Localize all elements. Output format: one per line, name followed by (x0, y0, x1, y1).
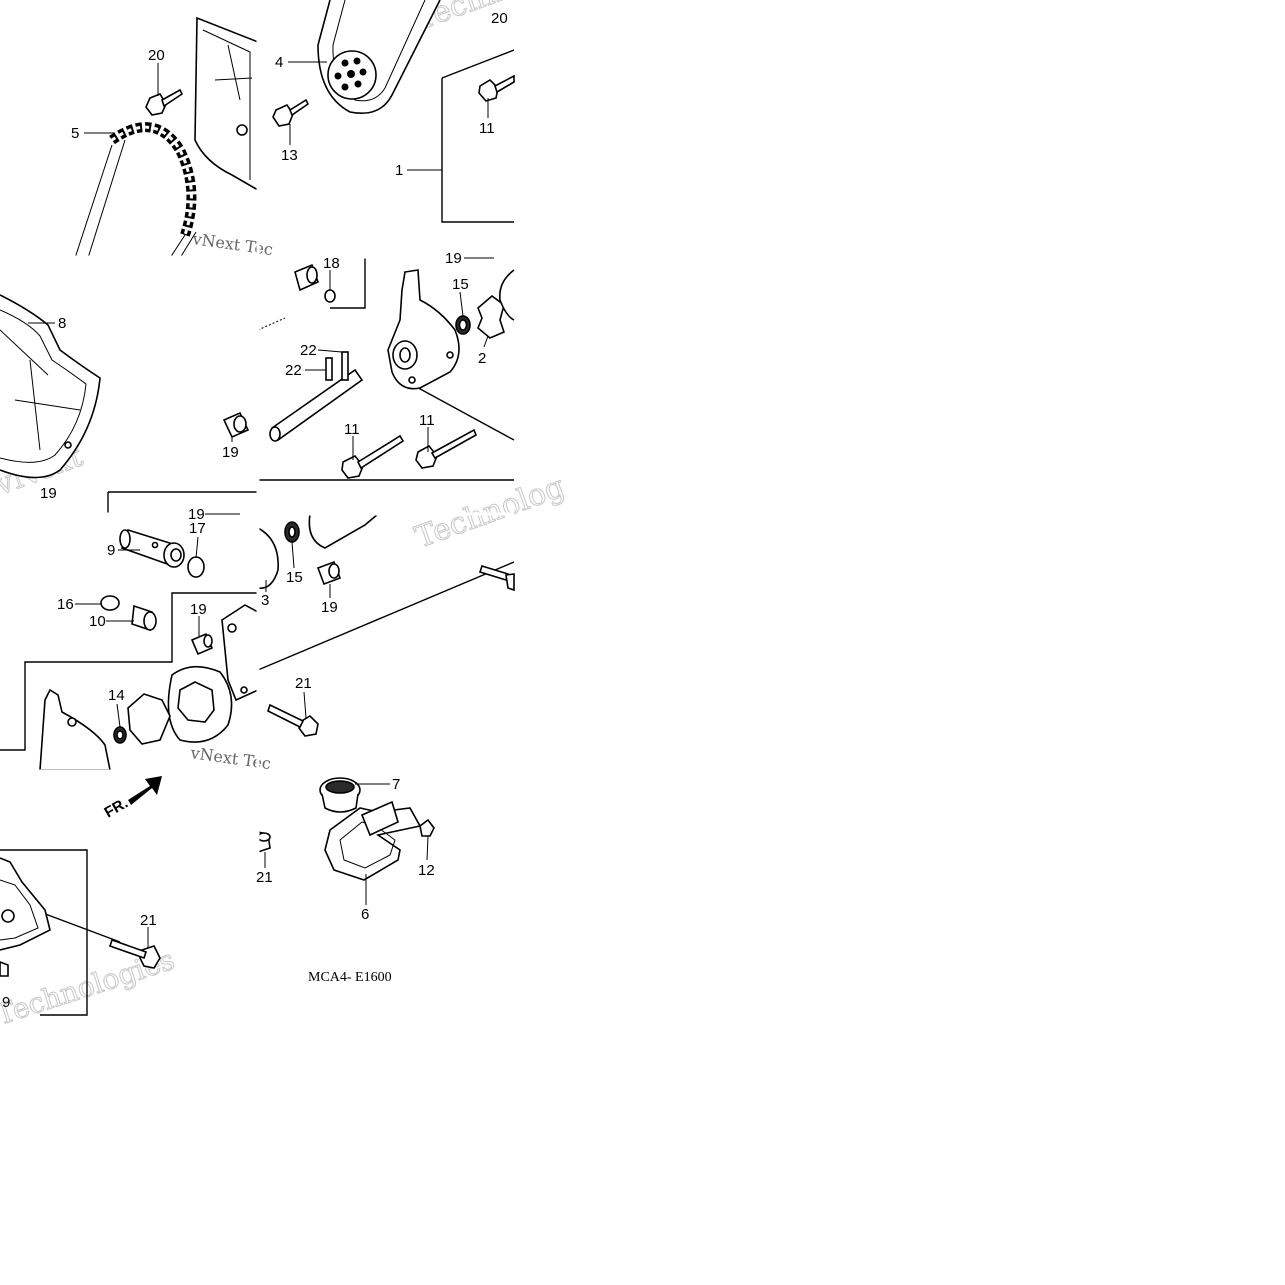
leader-lines (28, 61, 494, 948)
outer-rotor-edge (498, 269, 515, 321)
outer-rotor (167, 665, 233, 743)
pump-housing (387, 269, 460, 390)
diagram-code: MCA4- E1600 (308, 970, 392, 985)
o-ring-16 (100, 595, 120, 611)
callout-label: 19 (445, 250, 462, 267)
inner-rotor-b (127, 693, 171, 745)
callout-label: 21 (295, 675, 312, 692)
front-indicator: FR. (102, 795, 131, 822)
callout-label: 6 (361, 906, 369, 923)
callout-label: 4 (275, 54, 283, 71)
callout-label: 19 (222, 444, 239, 461)
tile-seams (0, 0, 514, 1030)
flange-bolt-21b (108, 938, 161, 969)
fr-arrow: FR. (102, 776, 162, 822)
sprocket-bolt (272, 98, 310, 127)
long-bolt-c (478, 565, 515, 592)
callout-label: 19 (190, 601, 207, 618)
callout-label: 10 (89, 613, 106, 630)
washer-14 (113, 726, 127, 744)
callout-label: 19 (40, 485, 57, 502)
callout-label: 13 (281, 147, 298, 164)
pump-shaft (269, 368, 364, 442)
rear-housing (0, 857, 51, 951)
callout-label: 22 (300, 342, 317, 359)
flange-bolt (145, 88, 184, 116)
o-ring-small (324, 289, 336, 303)
relief-valve (119, 529, 185, 568)
callout-label: 3 (261, 592, 269, 609)
inner-rotor (477, 294, 505, 339)
watermark-text: Technolog (411, 469, 569, 555)
callout-label: 19 (188, 506, 205, 523)
chain-shield (0, 294, 101, 479)
callout-label: 14 (108, 687, 125, 704)
pump-cover (39, 688, 111, 771)
callout-label: 20 (491, 10, 508, 27)
callout-label: 12 (418, 862, 435, 879)
flange-bolt-21 (267, 703, 319, 737)
callout-label: 18 (323, 255, 340, 272)
callout-labels: 20 5 20 4 13 11 1 8 19 19 18 19 15 2 22 … (2, 10, 508, 1011)
callout-label: 15 (452, 276, 469, 293)
callout-label: 5 (71, 125, 79, 142)
drive-sprocket (317, 0, 441, 114)
callout-label: 9 (2, 994, 10, 1011)
callout-label: 15 (286, 569, 303, 586)
nut-21 (257, 831, 271, 854)
oil-strainer (324, 800, 422, 881)
oil-seal (455, 315, 471, 335)
bolt-12 (419, 818, 435, 837)
grommet-seal (319, 777, 361, 813)
dowel-collar (294, 263, 320, 292)
housing-edge (308, 513, 379, 549)
long-bolt-b (415, 428, 478, 469)
callout-label: 21 (140, 912, 157, 929)
watermark-text: vNext Tec (188, 743, 272, 773)
collar (222, 411, 250, 439)
frame-bolt (478, 74, 515, 102)
callout-label: 11 (419, 412, 435, 429)
callout-label: 16 (57, 596, 74, 613)
dowel-collar-b (316, 560, 342, 586)
dowel-19 (190, 632, 214, 656)
callout-label: 22 (285, 362, 302, 379)
callout-label: 1 (395, 162, 403, 179)
dowel-pins (325, 351, 349, 381)
chain-guide-plate (194, 16, 259, 192)
callout-label: 11 (479, 120, 495, 137)
callout-label: 2 (478, 350, 486, 367)
watermark-text: Technologies (411, 0, 610, 38)
dowel-bottom (0, 961, 9, 977)
callout-label: 11 (344, 421, 360, 438)
callout-label: 21 (256, 869, 273, 886)
callout-label: 8 (58, 315, 66, 332)
snap-ring-17 (187, 556, 205, 578)
callout-label: 9 (107, 542, 115, 559)
watermarks: Technologies vNext vNext Tec vNext Tec T… (0, 0, 610, 1032)
pump-body-b (221, 604, 259, 702)
oil-seal-15 (284, 521, 300, 543)
callout-label: 7 (392, 776, 400, 793)
watermark-text: vNext Tec (190, 229, 274, 259)
collar-10 (131, 604, 157, 632)
long-bolt-a (341, 434, 405, 479)
drive-chain (74, 122, 197, 259)
rotor-plate (257, 527, 279, 589)
callout-label: 19 (321, 599, 338, 616)
frame-lines (0, 49, 515, 1016)
callout-label: 20 (148, 47, 165, 64)
bolt-stud (257, 317, 286, 331)
callout-label: 17 (189, 520, 206, 537)
